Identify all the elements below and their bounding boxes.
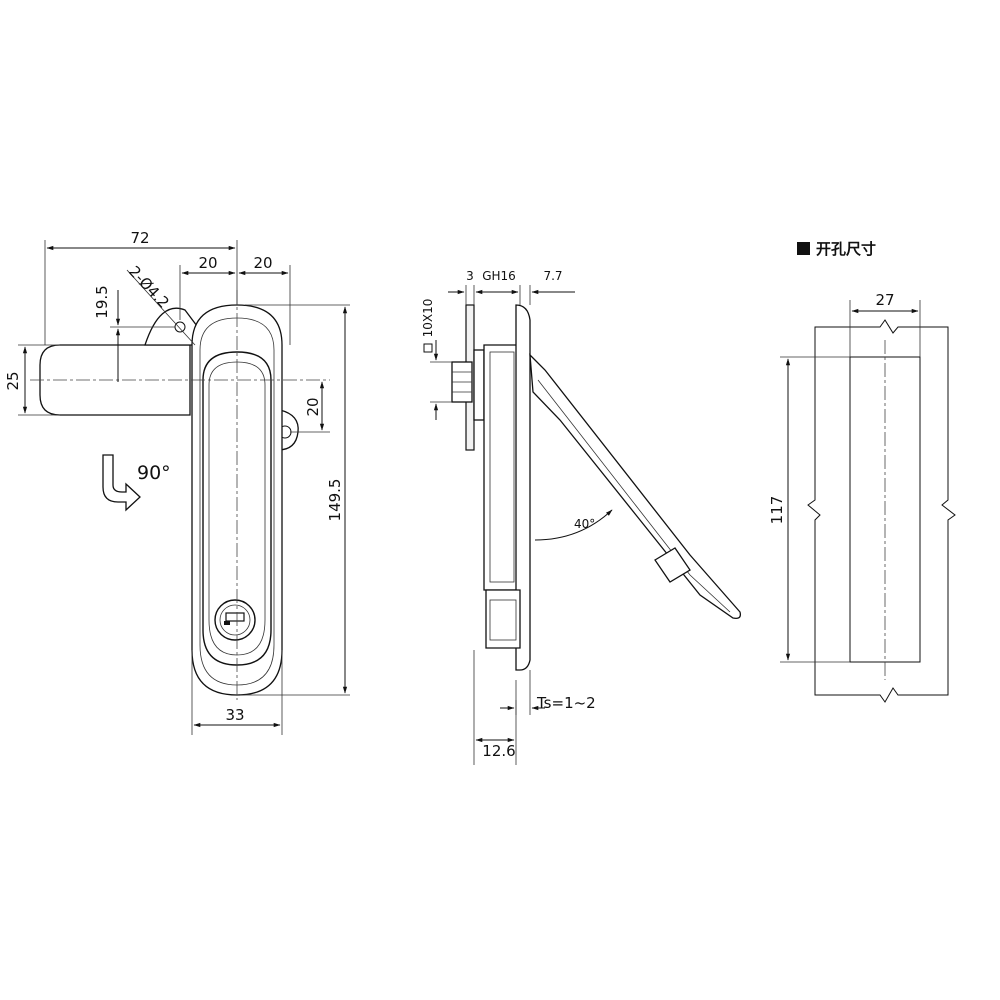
dim-holes: 2-Ø4.2: [125, 262, 173, 311]
rotation-arrow-icon: [102, 454, 141, 512]
open-handle: [529, 353, 741, 620]
square-symbol-icon: [423, 343, 433, 353]
dim-lug-offset: 20: [304, 397, 322, 416]
dim-right-half: 20: [253, 254, 272, 272]
dim-depth: 12.6: [482, 742, 515, 760]
dim-hole-spacing: 19.5: [93, 285, 111, 318]
dim-overall-width: 72: [130, 229, 149, 247]
cutout-title: 开孔尺寸: [816, 240, 876, 258]
side-housing-inner: [489, 351, 515, 583]
front-view: 72 20 20 19.5 2-Ø4.2 25 20 149.5: [4, 229, 350, 735]
dim-arm-height: 25: [4, 371, 22, 390]
shaft: [473, 349, 485, 421]
dim-angle: 40°: [574, 517, 595, 531]
dim-body-width: 33: [225, 706, 244, 724]
keyhole-icon: [225, 612, 245, 622]
side-housing: [483, 344, 521, 591]
side-bottom: [485, 589, 521, 649]
dim-thickness: Ts=1~2: [536, 694, 596, 712]
dim-thread: GH16: [482, 269, 516, 283]
key-cylinder: [214, 599, 256, 641]
panel-outline: [807, 319, 956, 703]
dim-total-height: 149.5: [326, 479, 344, 522]
handle-grip-inner: [208, 361, 266, 656]
dim-left-half: 20: [198, 254, 217, 272]
key-cylinder-inner: [219, 604, 251, 636]
handle-grip: [202, 351, 272, 666]
dim-gasket: 3: [466, 269, 474, 283]
dim-cutout-width: 27: [875, 291, 894, 309]
side-view: 40° 3 GH16 7.7 10X10 Ts=1~2 12.6: [421, 269, 741, 765]
handle-inner: [199, 317, 275, 686]
dim-cutout-height: 117: [768, 496, 786, 525]
title-square-icon: [797, 242, 810, 255]
dim-offset: 7.7: [543, 269, 562, 283]
rotation-label: 90°: [137, 462, 171, 484]
cutout-view: 开孔尺寸 27 117: [768, 240, 956, 703]
open-handle-cylinder: [654, 547, 691, 583]
side-bezel: [515, 304, 531, 671]
dim-square: 10X10: [421, 299, 435, 338]
